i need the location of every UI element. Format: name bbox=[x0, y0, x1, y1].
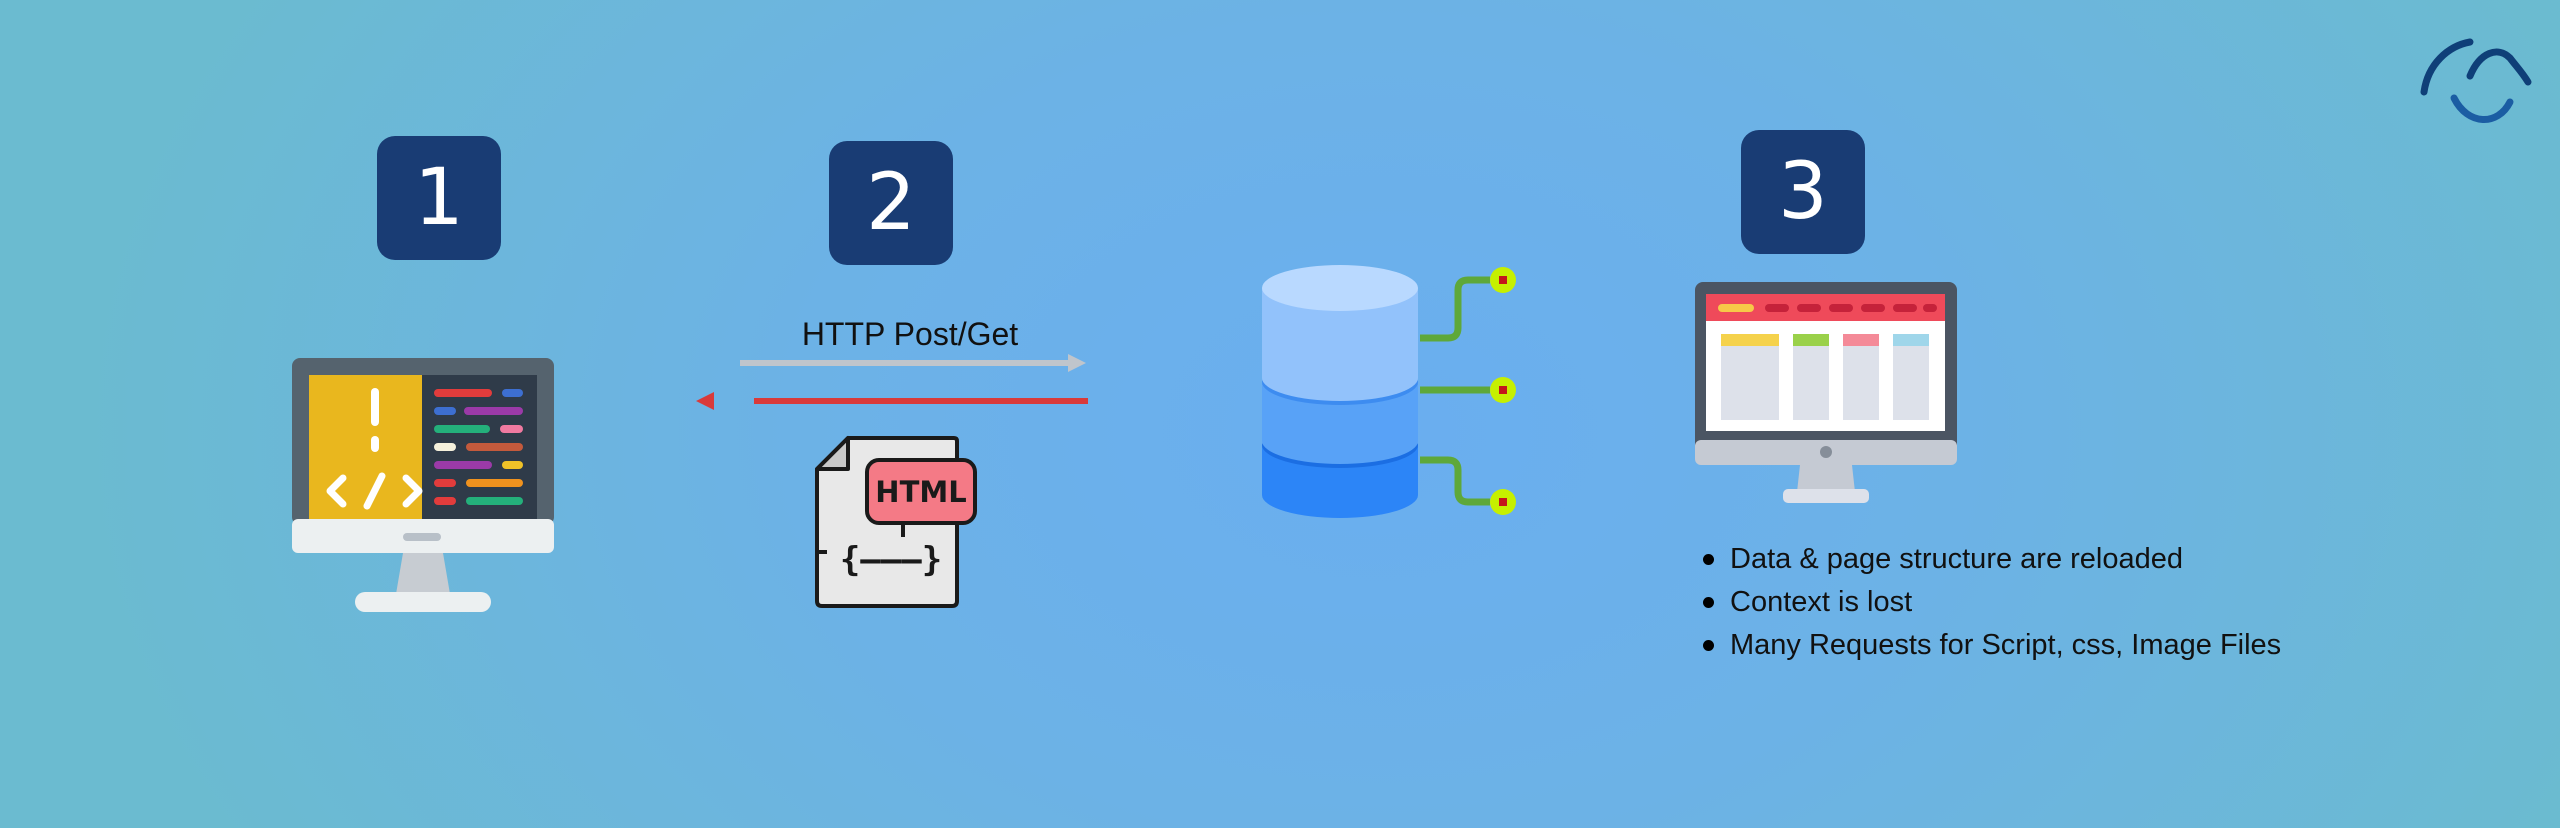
svg-text:{–––}: {–––} bbox=[840, 540, 942, 580]
database-icon bbox=[1262, 265, 1516, 518]
html-icon-label: HTML bbox=[875, 475, 966, 509]
http-method-label: HTTP Post/Get bbox=[801, 316, 1019, 352]
webpage-monitor-icon bbox=[1695, 282, 1957, 503]
step-1-badge: 1 bbox=[377, 136, 501, 260]
html-file-icon: HTML {–––} bbox=[815, 436, 977, 608]
list-item: Context is lost bbox=[1700, 581, 2281, 624]
list-item: Data & page structure are reloaded bbox=[1700, 538, 2281, 581]
step-2-badge: 2 bbox=[829, 141, 953, 265]
list-item: Many Requests for Script, css, Image Fil… bbox=[1700, 624, 2281, 667]
step-3-badge: 3 bbox=[1741, 130, 1865, 254]
request-arrow bbox=[740, 354, 1086, 372]
code-monitor-icon bbox=[292, 358, 554, 612]
notes-list: Data & page structure are reloaded Conte… bbox=[1700, 538, 2281, 667]
logo-icon bbox=[2420, 38, 2532, 123]
response-arrow bbox=[696, 392, 1088, 410]
